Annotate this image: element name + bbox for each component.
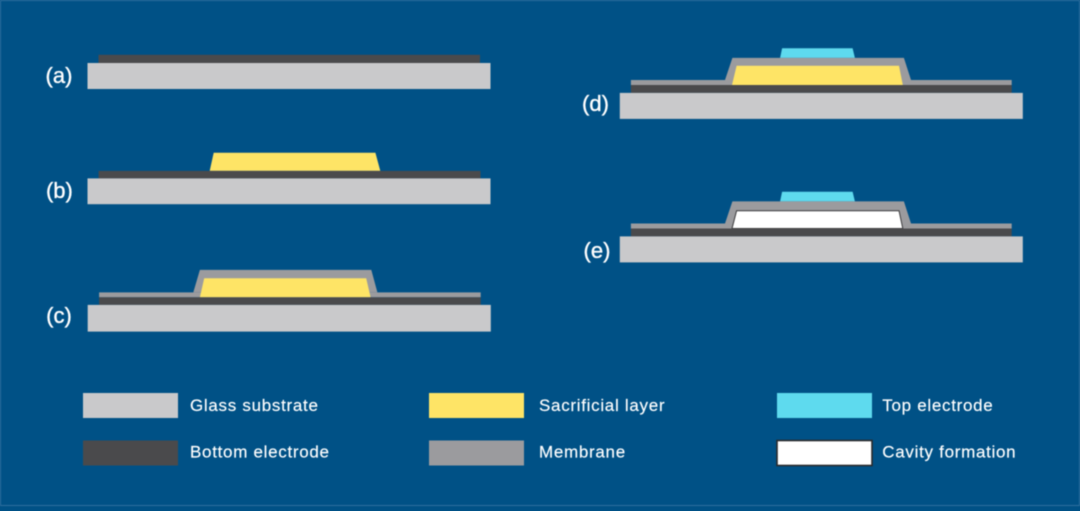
svg-text:Sacrificial layer: Sacrificial layer (539, 396, 665, 415)
svg-text:(c): (c) (46, 303, 72, 328)
svg-text:(e): (e) (584, 238, 611, 263)
svg-text:Membrane: Membrane (539, 443, 626, 462)
svg-text:Glass substrate: Glass substrate (190, 396, 319, 415)
svg-text:(a): (a) (46, 63, 73, 88)
svg-text:Cavity formation: Cavity formation (882, 443, 1016, 462)
svg-text:Bottom electrode: Bottom electrode (190, 443, 330, 462)
svg-text:(b): (b) (46, 178, 73, 203)
svg-text:(d): (d) (582, 91, 609, 116)
svg-text:Top electrode: Top electrode (882, 396, 993, 415)
